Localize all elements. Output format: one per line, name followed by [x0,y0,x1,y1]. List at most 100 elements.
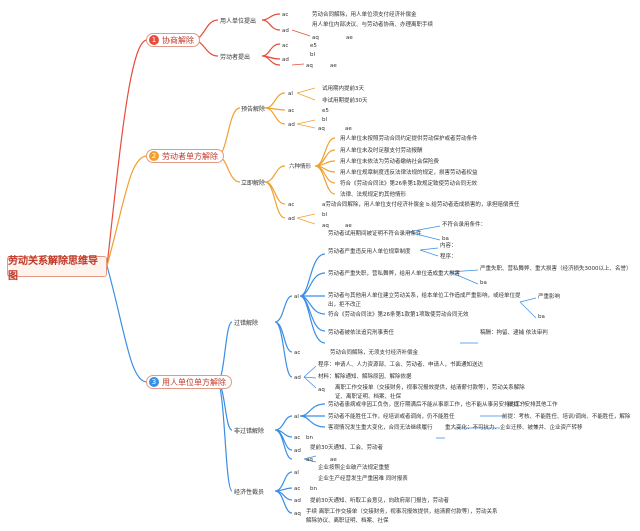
b3-c-ac: ac [294,486,300,492]
b3-fault-connector [299,253,326,344]
b1-sub2-a4: ae [330,63,337,69]
b2-sub1-connector [264,92,286,125]
b2-sub2-label: 立即解除 [241,179,265,187]
b2-p-a1: al [288,91,293,97]
b3-n-aq: aq [306,457,313,463]
b1-sub1-t2: 用人单位内部决议、与劳动者协商、办理离职手续 [312,20,434,28]
b3-e10b: 证、离职证明、档案、社保 [335,392,402,400]
b3-n2: 劳动者不能胜任工作，经培训或者调岗，仍不能胜任 [328,412,455,420]
b2-six-label: 六种情形 [289,162,312,170]
branch-2-node: 2 劳动者单方解除 [146,149,224,163]
b3-sub2-connector [274,415,293,460]
b3-n-al: al [294,414,299,420]
b3-e2: 劳动者严重违反用人单位规章制度 [328,247,411,255]
b3-e1: 劳动者试用期间被证明不符合录用条件 [328,229,422,237]
b3-n-t1: bn [306,435,313,441]
b3-e10a: 离职工作交接单（交接财务，视事况报效提供，结清薪付款等），劳动关系解除 [335,383,525,391]
b2-p-a4: aq [318,126,325,132]
b3-e-al: al [294,294,299,300]
b3-e2-c2: 程序： [440,252,457,260]
b2-sub1-label: 预告解除 [241,105,265,113]
b3-n3-c: 重大变化：不可抗力、企业迁移、被兼并、企业资产转移 [445,423,583,431]
b3-c-ad: ad [294,498,301,504]
b3-e1-c2: ba [442,236,449,242]
b1-sub1-connector [261,13,281,31]
b3-c-t3a: 手续 离职工作交接单（交接财务，视事况报效提供，结清薪付款等），劳动关系 [306,507,498,515]
branch-1-number: 1 [149,35,159,45]
branch-1-node: 1 协商解除 [146,33,200,47]
b3-e7: 劳动合同解除，无须支付经济补偿金 [330,348,419,356]
b3-n-ac: ac [294,435,300,441]
b2-p-t2: 非试用期提前30天 [322,96,368,104]
b3-sub3-connector [274,471,293,514]
b2-sub2-connector [264,165,286,219]
branch-2-number: 2 [149,151,159,161]
b2-i-t2: bl [322,212,327,218]
branch-3-label: 用人单位单方解除 [162,377,226,387]
b3-n1: 劳动者患病或非因工负伤，医疗期满后不能从事原工作，也不能从事另安排的工作 [328,400,527,408]
b3-n3: 客观情况发生重大变化，合同无法继续履行 [328,423,433,431]
branch-3-node: 3 用人单位单方解除 [146,375,232,389]
b3-c1: 企业按照企业破产法规定重整 [318,463,390,471]
b3-e1-c1: 不符合录用条件： [442,220,486,228]
b3-e4-c2: ba [538,314,545,320]
b2-p-t4: bl [322,117,327,123]
b3-n2-c: 前提：考核、不能胜任、培训/调岗、不能胜任，解除 [502,412,631,420]
b3-sub1-label: 过错解除 [234,319,258,327]
b1-sub2-a2: ad [282,57,289,63]
root-node: 劳动关系解除思维导图 [7,256,107,282]
b2-six-s1: 用人单位未按照劳动合同约定提供劳动保护或者劳动条件 [340,134,478,142]
b3-n-t2: 提前30天通知、工会、劳动者 [310,443,383,451]
b2-six-s5: 符合《劳动合同法》第26条第1款规定致使劳动合同无效 [340,179,477,187]
b2-six-s3: 用人单位未依法为劳动者缴纳社会保险费 [340,157,440,165]
b1-sub2-t1: e5 [310,43,317,49]
b3-sub3-label: 经济性裁员 [234,488,264,496]
b1-sub2-connector [261,43,281,66]
b2-i-a1: ac [288,202,294,208]
b3-e-ad: ad [294,375,301,381]
b3-nonfault-connector [299,403,326,428]
b3-e6: 劳动者被依法追究刑事责任 [328,328,395,336]
b2-i-a4: ae [345,223,352,229]
b2-p-t3: e5 [322,108,329,114]
b3-e5: 符合《劳动合同法》第26条第1款第1项致使劳动合同无效 [328,310,469,318]
b1-sub1-a3: aq [312,35,319,41]
b2-p-a3: ad [288,122,295,128]
b3-c2: 企业生产经营发生严重困难 同时报表 [318,474,408,482]
b3-c-al: al [294,470,299,476]
b2-i-a2: ad [288,216,295,222]
b1-sub1-t1: 劳动合同解除，用人单位须支付经济补偿金 [312,10,417,18]
b3-minor [303,365,317,463]
b3-c-aq: aq [294,511,301,517]
b3-c-t1: bn [310,486,317,492]
b3-n-ae: ae [330,457,337,463]
b3-e2-c1: 内容： [440,241,457,249]
b1-sub2-a1: ac [282,43,288,49]
b1-minor [291,29,311,66]
b3-e4-c1: 严重影响 [538,292,561,300]
b3-e8: 程序：申请人、人力资源部、工会、劳动者、申请人，书面通知送达 [318,360,484,368]
root-title: 劳动关系解除思维导图 [8,255,98,282]
b1-sub1-a1: ac [282,12,288,18]
b2-p-t1: 试用期内提前3天 [322,84,364,92]
b1-sub1-a2: ad [282,28,289,34]
b3-sub2-label: 非过错解除 [234,427,264,435]
b1-sub2-label: 劳动者提出 [220,53,250,61]
branch-3-number: 3 [149,377,159,387]
minor-connectors [407,225,537,439]
branch-2-label: 劳动者单方解除 [162,151,218,161]
root-branch1-connector [106,39,148,267]
b3-e-ac: ac [294,350,300,356]
b3-sub1-connector [274,295,293,378]
b3-e6-c1: 稿酬：拘留、逮捕 依法审判 [480,328,548,336]
b2-six-connector [314,137,336,195]
b2-i-t1: a劳动合同解除，用人单位支付经济补偿金 b.给劳动者造成损害的，承担赔偿责任 [322,200,520,208]
b2-p-a5: ae [345,126,352,132]
b1-sub1-a4: ae [346,35,353,41]
b3-e4a: 劳动者与其他用人单位建立劳动关系，给本单位工作造成严重影响，或经单位提 [328,291,521,299]
b2-minor [296,87,316,225]
b3-e3: 劳动者严重失职，营私舞弊，给用人单位造成重大损害 [328,269,461,277]
b2-p-a2: ac [288,108,294,114]
b2-six-s6: 法律、法规规定的其他情形 [340,190,407,198]
